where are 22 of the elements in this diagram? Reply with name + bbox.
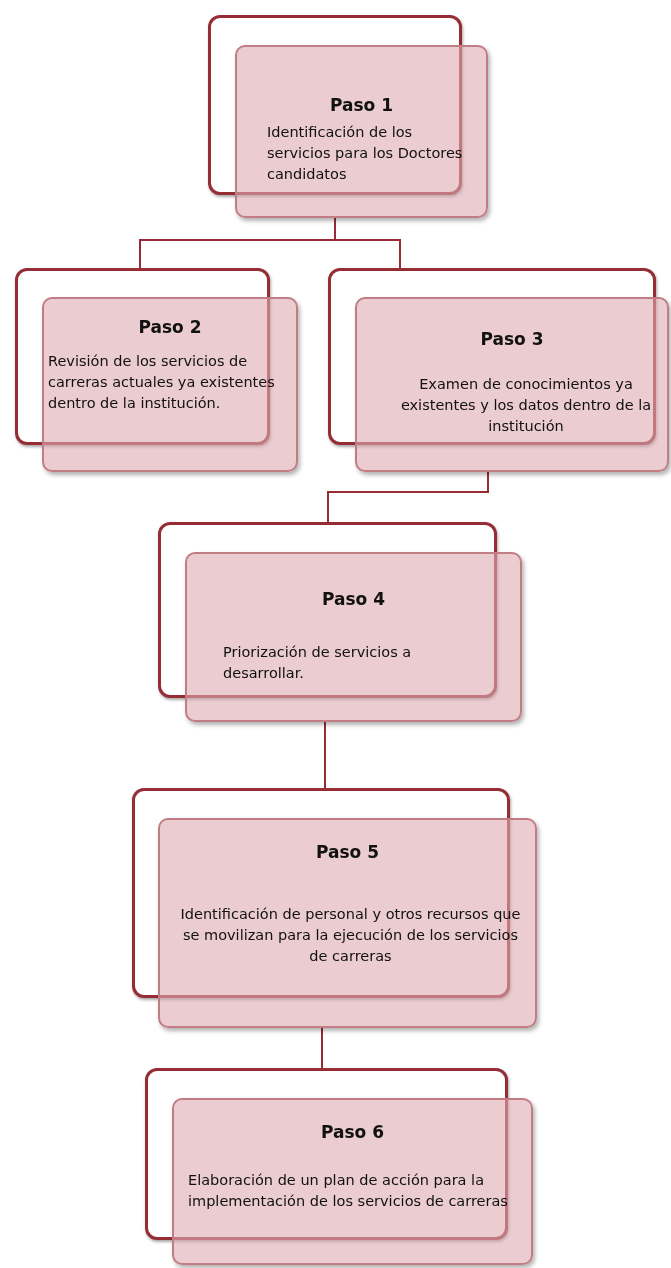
connector-line <box>327 471 489 523</box>
step-description: Elaboración de un plan de acción para la implementación de los servicios de carreras <box>188 1171 509 1211</box>
step-heading: Paso 1 <box>329 95 394 115</box>
step-description: Identificación de los servicios para los Doctores candidatos <box>267 123 464 185</box>
step-description: Identificación de personal y otros recursos que se movilizan para la ejecución de los servicios de carreras <box>179 905 522 967</box>
step-heading: Paso 6 <box>320 1122 385 1142</box>
step-heading: Paso 5 <box>315 842 380 862</box>
step-description: Examen de conocimientos ya existentes y los datos dentro de la institución <box>399 375 653 437</box>
step-card <box>132 788 537 1028</box>
connector-line <box>324 721 326 789</box>
step-heading: Paso 2 <box>137 317 203 337</box>
step-card <box>328 268 669 472</box>
connector-line <box>334 217 401 269</box>
step-description: Revisión de los servicios de carreras actuales ya existentes dentro de la institución. <box>48 352 276 414</box>
step-card <box>145 1068 533 1265</box>
step-description: Priorización de servicios a desarrollar. <box>223 643 413 683</box>
step-heading: Paso 3 <box>479 329 545 349</box>
step-card <box>15 268 298 472</box>
step-card <box>158 522 522 722</box>
step-card <box>208 15 488 218</box>
step-heading: Paso 4 <box>321 589 386 609</box>
connector-line <box>321 1027 323 1069</box>
